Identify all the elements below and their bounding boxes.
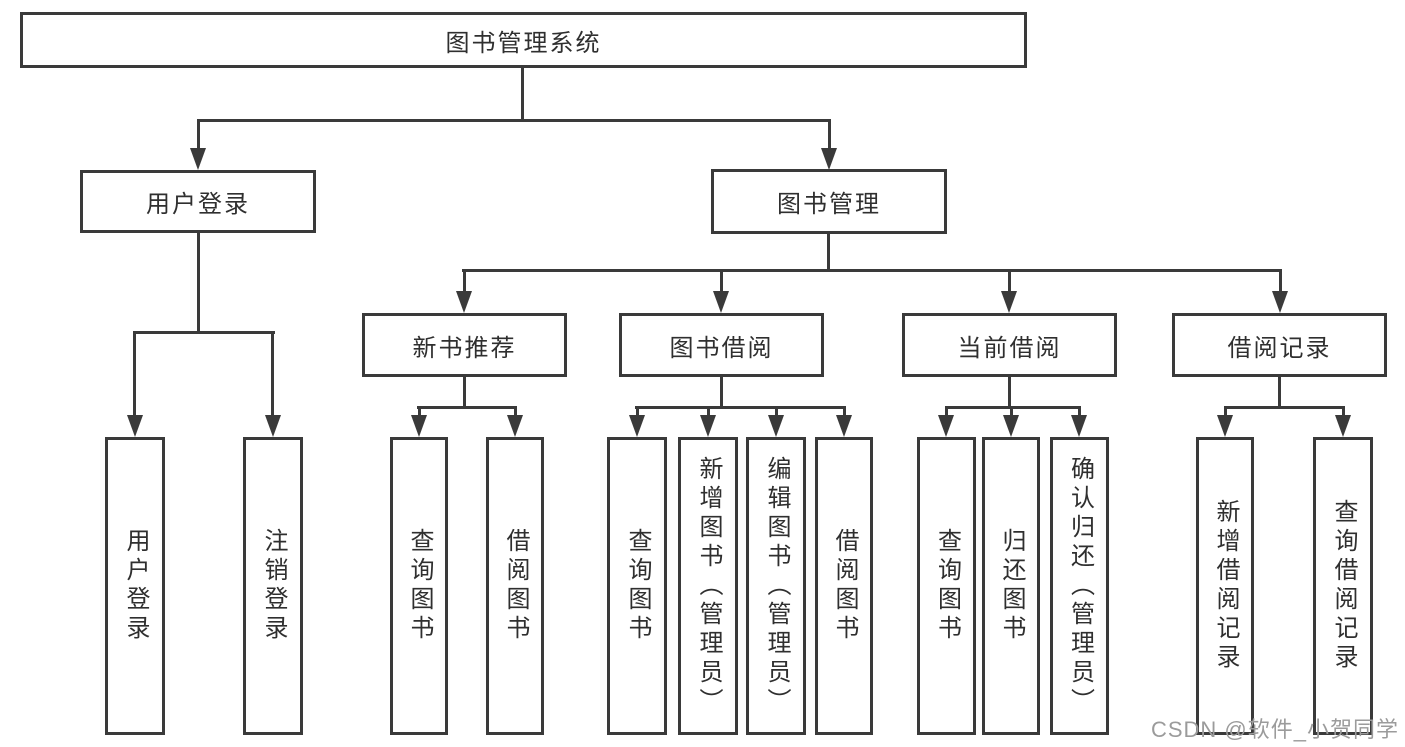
node-user-login: 用户登录 xyxy=(80,170,316,233)
leaf-borrow-books: 借阅图书 xyxy=(815,437,873,735)
connector-line xyxy=(775,406,778,418)
arrowhead xyxy=(938,415,954,437)
connector-line xyxy=(1008,377,1011,408)
connector-line xyxy=(1008,269,1011,293)
arrowhead xyxy=(629,415,645,437)
leaf-query-books-borrow: 查询图书 xyxy=(607,437,667,735)
leaf-edit-book-admin: 编辑图书（管理员） xyxy=(746,437,806,735)
connector-line xyxy=(463,377,466,408)
connector-line xyxy=(707,406,710,418)
connector-line xyxy=(1224,406,1344,409)
connector-line xyxy=(463,269,466,293)
connector-line xyxy=(1342,406,1345,418)
connector-line xyxy=(1279,269,1282,293)
arrowhead xyxy=(1272,291,1288,313)
arrowhead xyxy=(768,415,784,437)
connector-line xyxy=(462,269,1281,272)
connector-line xyxy=(720,269,723,293)
leaf-user-login: 用户登录 xyxy=(105,437,165,735)
node-root: 图书管理系统 xyxy=(20,12,1027,68)
arrowhead xyxy=(1335,415,1351,437)
connector-line xyxy=(271,331,274,417)
arrowhead xyxy=(1071,415,1087,437)
node-book-management: 图书管理 xyxy=(711,169,947,234)
arrowhead xyxy=(1001,291,1017,313)
connector-line xyxy=(1010,406,1013,418)
leaf-add-book-admin: 新增图书（管理员） xyxy=(678,437,738,735)
leaf-query-borrow-record: 查询借阅记录 xyxy=(1313,437,1373,735)
connector-line xyxy=(197,119,200,150)
connector-line xyxy=(635,406,846,409)
connector-line xyxy=(843,406,846,418)
leaf-return-book: 归还图书 xyxy=(982,437,1040,735)
connector-line xyxy=(1278,377,1281,408)
leaf-query-books-recommend: 查询图书 xyxy=(390,437,448,735)
connector-line xyxy=(636,406,639,418)
connector-line xyxy=(1224,406,1227,418)
connector-line xyxy=(945,406,948,418)
connector-line xyxy=(197,119,831,122)
connector-line xyxy=(945,406,1081,409)
arrowhead xyxy=(1003,415,1019,437)
connector-line xyxy=(521,68,524,122)
arrowhead xyxy=(700,415,716,437)
leaf-query-books-current: 查询图书 xyxy=(917,437,976,735)
connector-line xyxy=(514,406,517,418)
arrowhead xyxy=(821,148,837,170)
arrowhead xyxy=(190,148,206,170)
node-current-borrow: 当前借阅 xyxy=(902,313,1117,377)
arrowhead xyxy=(411,415,427,437)
node-new-book-recommend: 新书推荐 xyxy=(362,313,567,377)
node-book-borrow: 图书借阅 xyxy=(619,313,824,377)
arrowhead xyxy=(713,291,729,313)
arrowhead xyxy=(836,415,852,437)
connector-line xyxy=(197,233,200,333)
node-borrow-records: 借阅记录 xyxy=(1172,313,1387,377)
connector-line xyxy=(827,234,830,272)
arrowhead xyxy=(265,415,281,437)
watermark: CSDN @软件_小贺同学 xyxy=(1150,717,1399,742)
connector-line xyxy=(828,119,831,150)
leaf-borrow-books-recommend: 借阅图书 xyxy=(486,437,544,735)
leaf-logout: 注销登录 xyxy=(243,437,303,735)
connector-line xyxy=(133,331,275,334)
leaf-confirm-return-admin: 确认归还（管理员） xyxy=(1050,437,1109,735)
connector-line xyxy=(1078,406,1081,418)
leaf-add-borrow-record: 新增借阅记录 xyxy=(1196,437,1254,735)
arrowhead xyxy=(127,415,143,437)
connector-line xyxy=(417,406,517,409)
arrowhead xyxy=(1217,415,1233,437)
connector-line xyxy=(133,331,136,417)
connector-line xyxy=(720,377,723,408)
arrowhead xyxy=(507,415,523,437)
arrowhead xyxy=(456,291,472,313)
connector-line xyxy=(418,406,421,418)
